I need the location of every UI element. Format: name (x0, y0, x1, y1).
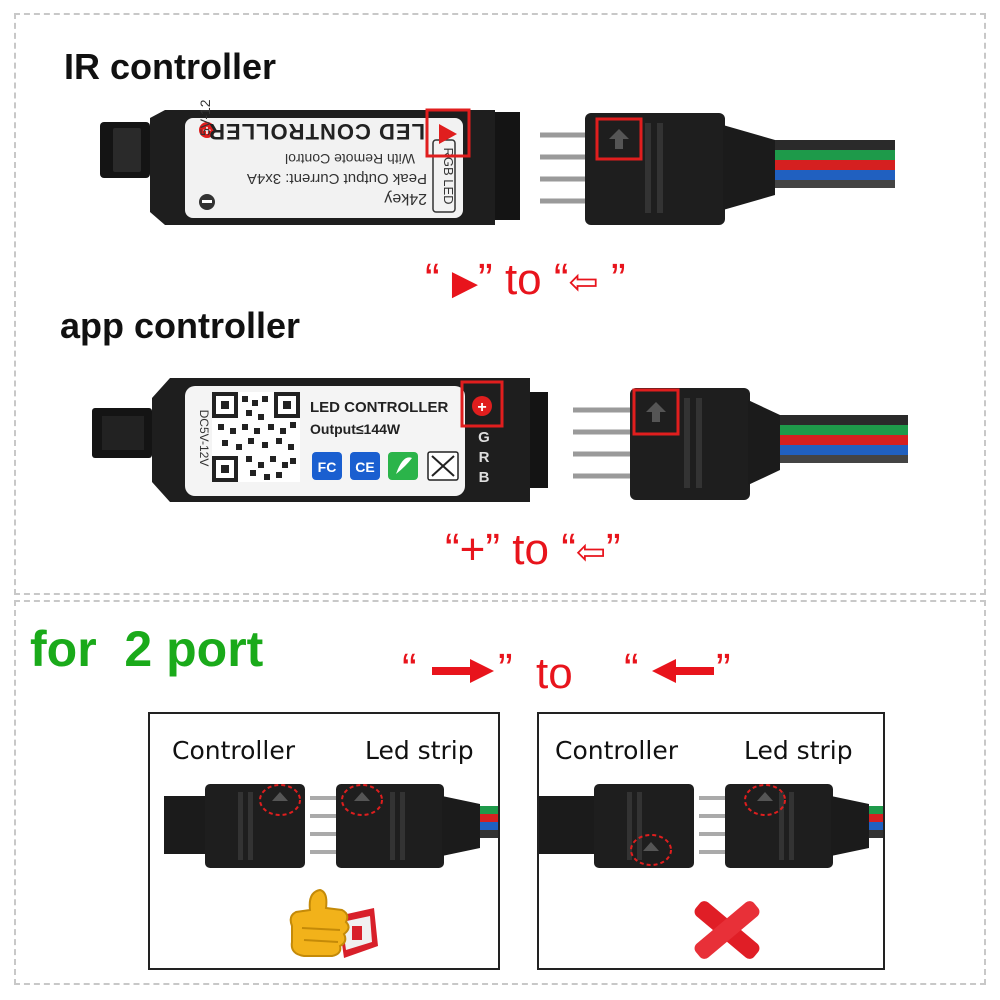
triangle-icon: ▶ (451, 264, 479, 302)
close-quote: ” (610, 255, 626, 304)
outline-left-arrow-icon: ⇦ (575, 531, 607, 572)
open-quote: “ (402, 645, 417, 694)
close-quote: ” (485, 525, 501, 574)
open-quote: “ (553, 255, 569, 304)
fc-mark: FC (318, 459, 337, 475)
red-x-icon (694, 901, 760, 959)
ir-label-voltage: 5V-12V (197, 100, 213, 136)
open-quote: “ (624, 645, 639, 694)
controller-label: Controller (555, 736, 678, 765)
ir-instruction: “ ▶” to “⇦ ” (425, 255, 626, 305)
weee-bin-icon (427, 451, 459, 481)
right-arrow-icon (432, 659, 494, 683)
app-label-output: Output≤144W (310, 421, 401, 437)
close-quote: ” (606, 525, 621, 574)
svg-text:+: + (477, 399, 486, 416)
app-instruction: “+” to “⇦” (445, 525, 621, 575)
led-strip-label: Led strip (365, 736, 474, 765)
correct-connection-box: Controller Led strip (148, 712, 500, 970)
top-panel (14, 13, 986, 595)
ir-label-keys: 24key (384, 190, 427, 207)
ce-mark: CE (355, 459, 374, 475)
qr-code-icon (212, 392, 300, 482)
app-label-led-controller: LED CONTROLLER (310, 399, 448, 416)
pin-label-g: G (478, 429, 490, 446)
two-port-title: for 2 port (30, 621, 264, 677)
to-word: to (504, 255, 542, 304)
bottom-panel (14, 600, 986, 985)
ir-controller-title: IR controller (64, 46, 277, 87)
to-word: to (512, 525, 549, 574)
app-label-voltage: DC5V-12V (197, 410, 211, 467)
plus-symbol: + (459, 525, 486, 574)
app-controller-title: app controller (60, 305, 301, 346)
wrong-connectors-illustration (539, 784, 883, 868)
open-quote: “ (425, 255, 440, 304)
controller-label: Controller (172, 736, 295, 765)
recycle-icon (388, 452, 418, 480)
app-controller-device: DC5V-12V LED CONTROLLER Output≤144W FC C… (92, 378, 548, 502)
ir-label-remote: With Remote Control (285, 151, 415, 167)
to-word: to (536, 649, 573, 698)
ir-strip-connector (540, 113, 895, 225)
outline-left-arrow-icon: ⇦ (568, 261, 599, 302)
close-quote: ” (716, 645, 731, 694)
close-quote: ” (478, 255, 493, 304)
led-strip-label: Led strip (744, 736, 853, 765)
thumbs-up-icon (289, 888, 378, 958)
left-arrow-icon (652, 659, 714, 683)
correct-connectors-illustration (164, 784, 498, 868)
open-quote: “ (445, 525, 460, 574)
ir-label-led-controller: LED CONTROLLER (208, 119, 425, 144)
open-quote: “ (561, 525, 576, 574)
ir-label-rgb-led: RGB LED (441, 147, 456, 204)
close-quote: ” (498, 645, 513, 694)
ir-label-current: Peak Output Current: 3x4A (247, 170, 427, 187)
wrong-connection-box: Controller Led strip (537, 712, 885, 970)
two-port-instruction: “ ” to “ ” (402, 645, 762, 705)
pin-label-r: R (479, 449, 490, 466)
svg-text:+: + (203, 122, 211, 138)
app-strip-connector (573, 388, 908, 500)
pin-label-b: B (479, 469, 490, 486)
ir-controller-device: + 5V-12V 24key Peak Output Current: 3x4A… (100, 100, 520, 225)
